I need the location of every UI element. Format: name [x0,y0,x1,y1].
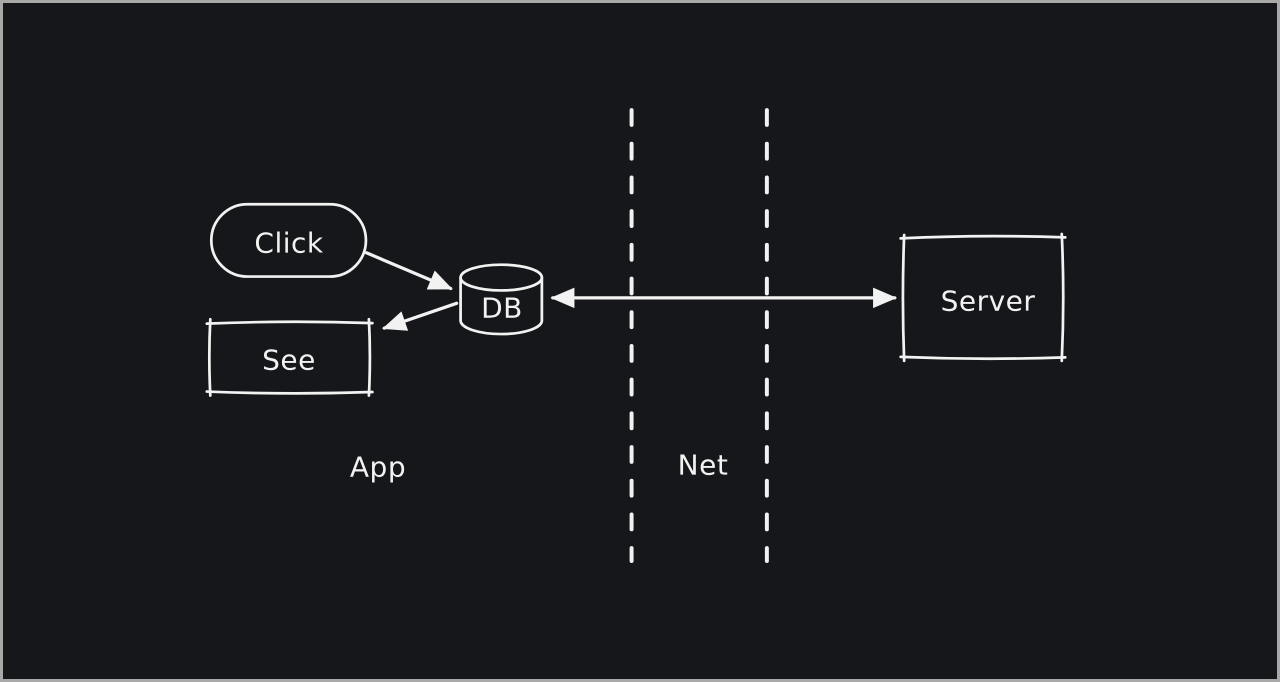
edge-click-to-db[interactable] [364,251,453,291]
zone-label-net[interactable]: Net [677,448,729,482]
edge-db-to-see[interactable] [382,301,459,331]
node-db-shape[interactable] [459,263,544,336]
zone-label-app[interactable]: App [349,450,407,484]
node-click-shape[interactable] [209,202,368,278]
node-see-label: See [262,343,316,377]
diagram-svg [205,108,1067,564]
node-server-label: Server [940,284,1036,318]
node-server-shape[interactable] [899,232,1067,363]
node-see-shape[interactable] [205,317,374,397]
node-db-label: DB [481,291,523,325]
node-click-label: Click [254,226,324,260]
